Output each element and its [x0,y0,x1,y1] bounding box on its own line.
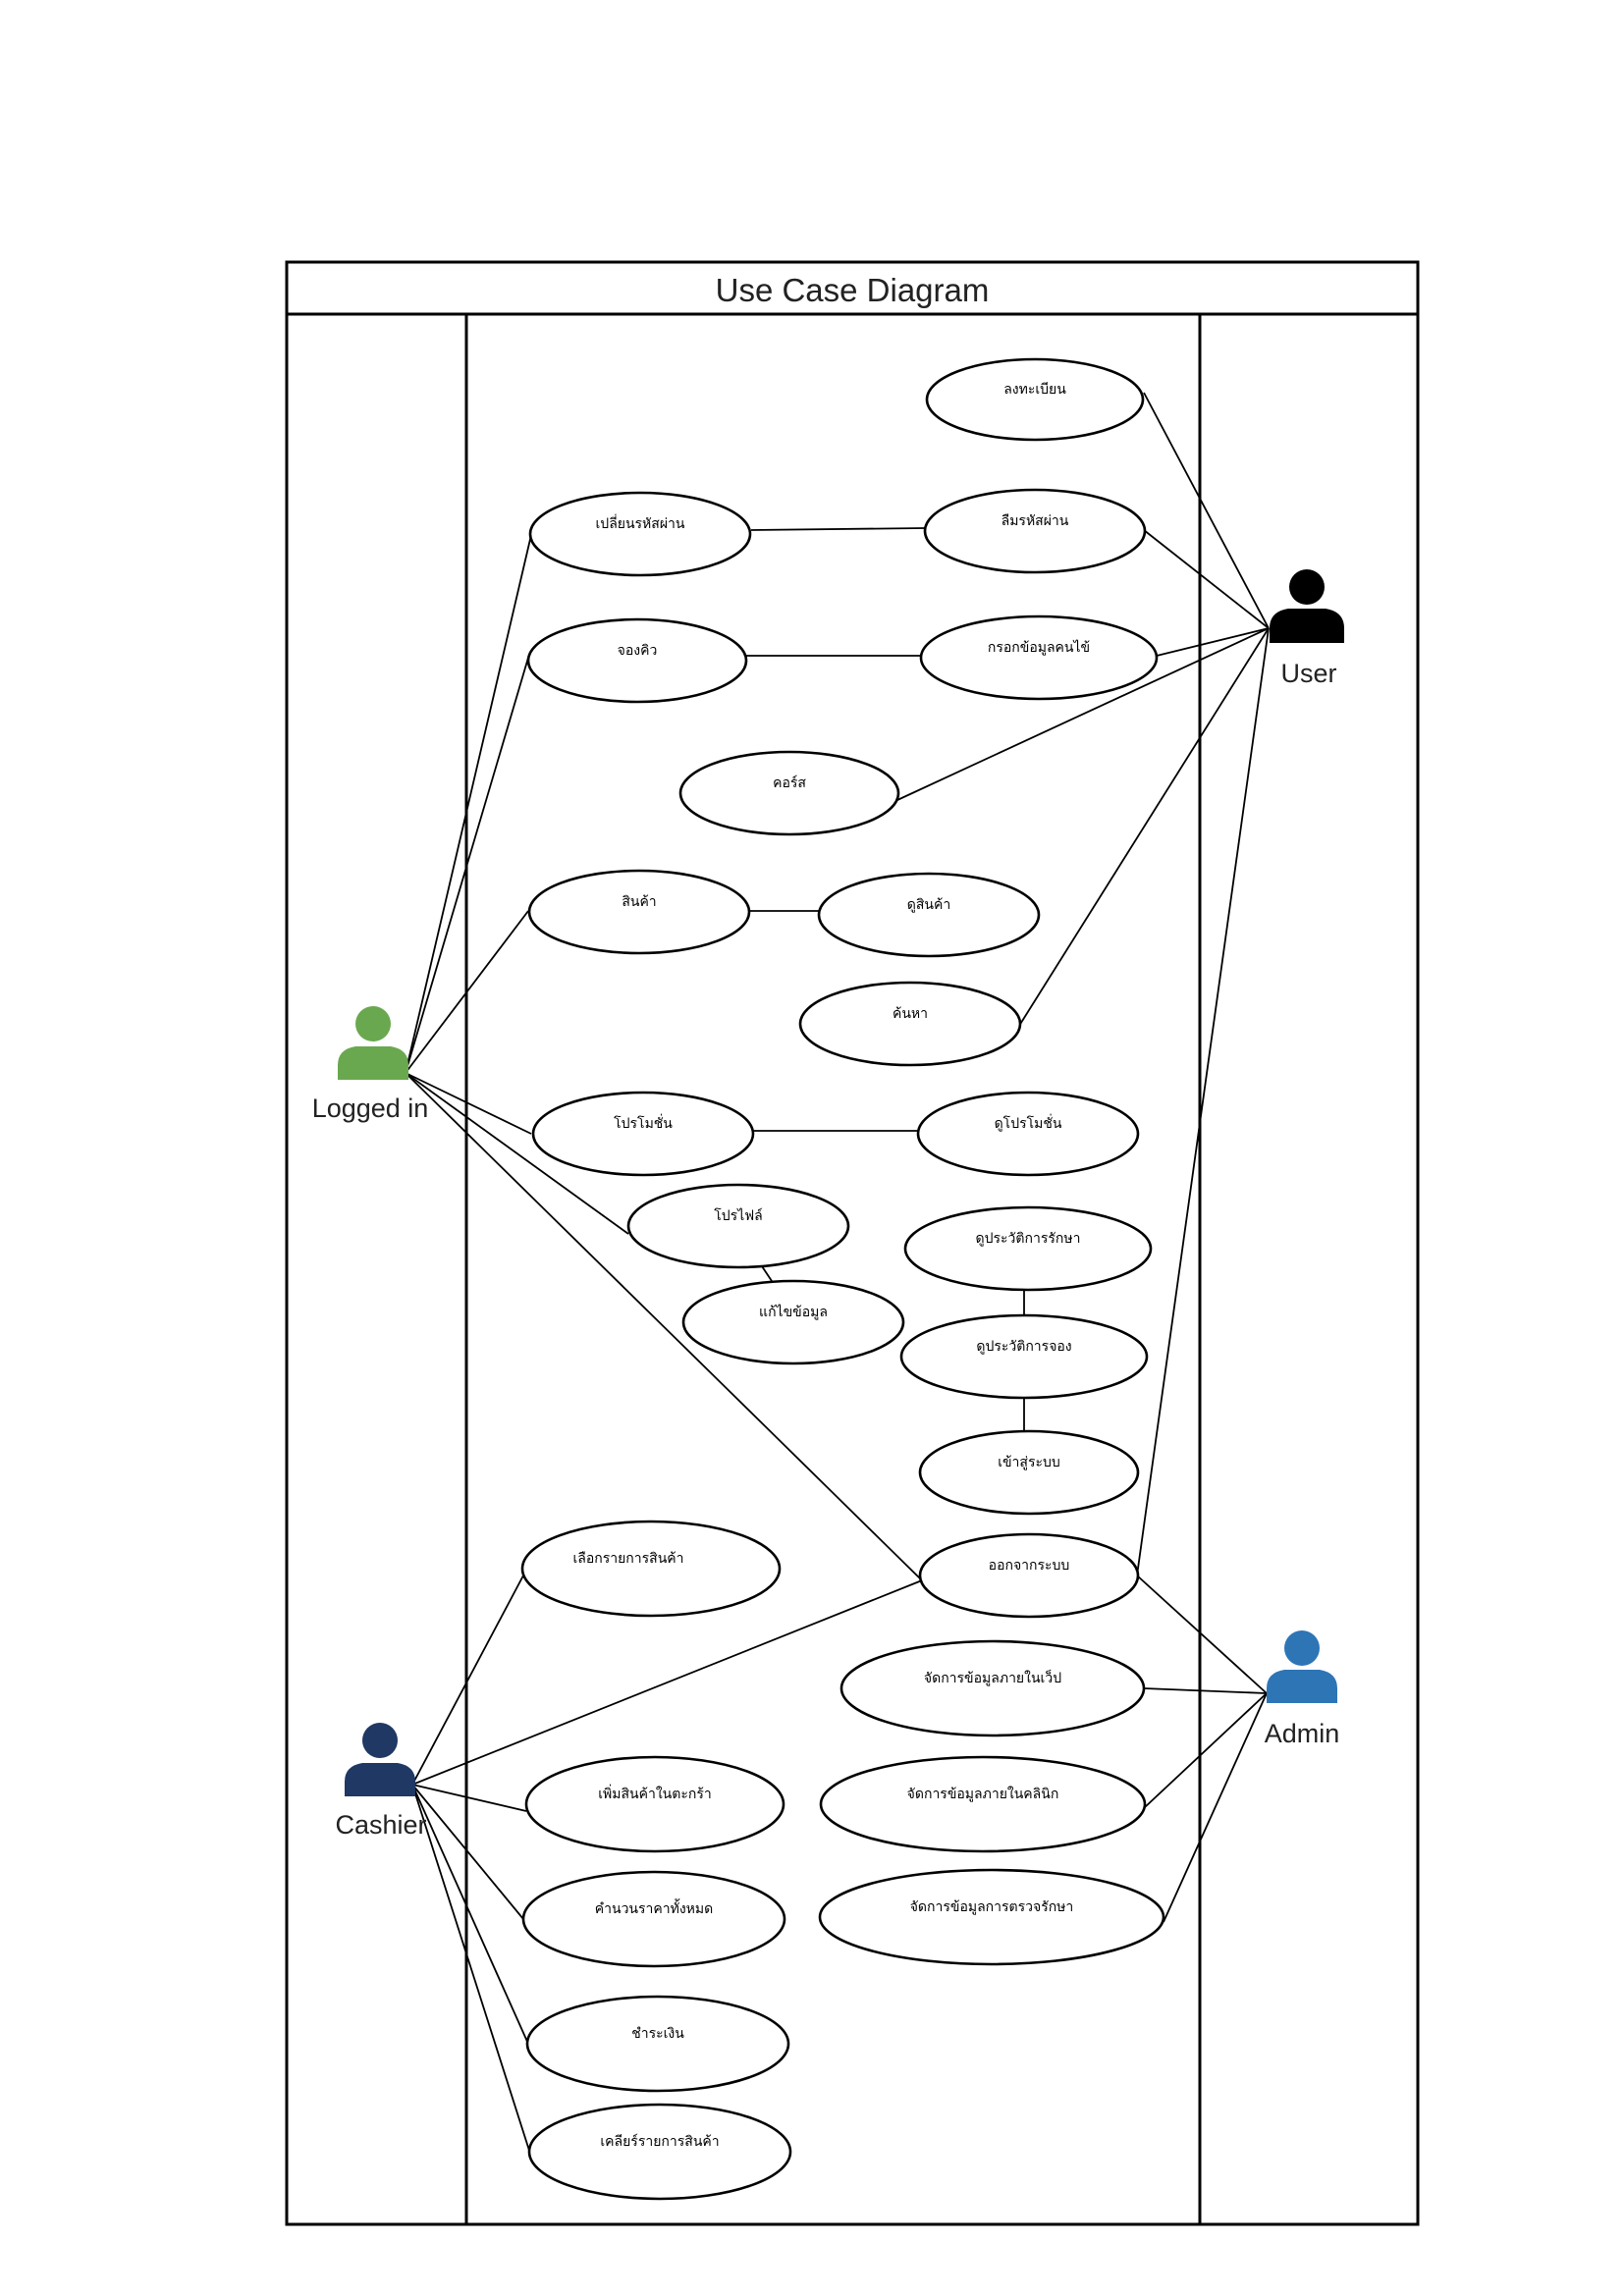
diagram-title: Use Case Diagram [716,272,990,308]
use-case-edit-info[interactable]: แก้ไขข้อมูล [681,1279,905,1365]
svg-text:เข้าสู่ระบบ: เข้าสู่ระบบ [998,1455,1060,1470]
svg-text:ดูโปรโมชั่น: ดูโปรโมชั่น [995,1114,1062,1132]
use-case-promotion[interactable]: โปรโมชั่น [531,1091,755,1177]
use-case-product[interactable]: สินค้า [527,869,751,955]
svg-text:ดูประวัติการจอง: ดูประวัติการจอง [976,1339,1071,1355]
svg-text:จัดการข้อมูลภายในคลินิก: จัดการข้อมูลภายในคลินิก [907,1786,1059,1802]
svg-text:จัดการข้อมูลภายในเว็ป: จัดการข้อมูลภายในเว็ป [924,1669,1061,1686]
actor-user[interactable]: User [1270,569,1344,688]
user-icon [1270,569,1344,643]
svg-text:กรอกข้อมูลคนไข้: กรอกข้อมูลคนไข้ [988,639,1090,656]
svg-text:เพิ่มสินค้าในตะกร้า: เพิ่มสินค้าในตะกร้า [598,1785,711,1802]
actor-user-label: User [1280,659,1336,688]
svg-text:เคลียร์รายการสินค้า: เคลียร์รายการสินค้า [600,2133,719,2150]
actor-admin[interactable]: Admin [1265,1630,1340,1748]
cashier-user-icon [345,1723,415,1796]
svg-text:แก้ไขข้อมูล: แก้ไขข้อมูล [759,1304,828,1320]
svg-text:โปรโมชั่น: โปรโมชั่น [614,1114,673,1132]
svg-text:ลงทะเบียน: ลงทะเบียน [1003,382,1066,398]
actor-admin-label: Admin [1265,1719,1340,1748]
use-case-logout[interactable]: ออกจากระบบ [918,1532,1140,1619]
svg-text:โปรไฟล์: โปรไฟล์ [714,1207,762,1224]
svg-text:สินค้า: สินค้า [622,894,656,910]
use-case-search[interactable]: ค้นหา [798,981,1022,1067]
actor-logged-in-label: Logged in [312,1094,429,1123]
use-case-forgot-password[interactable]: ลืมรหัสผ่าน [923,488,1147,574]
svg-text:เปลี่ยนรหัสผ่าน: เปลี่ยนรหัสผ่าน [596,514,685,532]
svg-text:ดูประวัติการรักษา: ดูประวัติการรักษา [976,1231,1081,1247]
actor-logged-in[interactable]: Logged in [312,1006,429,1123]
use-case-book-queue[interactable]: จองคิว [526,617,748,704]
svg-text:คำนวนราคาทั้งหมด: คำนวนราคาทั้งหมด [595,1898,713,1917]
svg-text:เลือกรายการสินค้า: เลือกรายการสินค้า [572,1551,683,1567]
admin-user-icon [1267,1630,1337,1703]
use-case-login[interactable]: เข้าสู่ระบบ [918,1429,1140,1516]
actor-cashier[interactable]: Cashier [335,1723,427,1840]
use-case-view-promotion[interactable]: ดูโปรโมชั่น [916,1091,1140,1177]
use-case-add-to-cart[interactable]: เพิ่มสินค้าในตะกร้า [524,1755,785,1853]
use-case-treatment-history[interactable]: ดูประวัติการรักษา [903,1205,1153,1292]
use-case-manage-clinic-data[interactable]: จัดการข้อมูลภายในคลินิก [819,1755,1147,1853]
use-case-booking-history[interactable]: ดูประวัติการจอง [899,1313,1149,1400]
logged-in-user-icon [338,1006,408,1080]
diagram-frame [285,260,1420,2226]
use-case-calc-total[interactable]: คำนวนราคาทั้งหมด [521,1870,786,1968]
use-case-manage-checkup[interactable]: จัดการข้อมูลการตรวจรักษา [818,1868,1165,1966]
svg-text:ออกจากระบบ: ออกจากระบบ [989,1558,1070,1574]
use-case-payment[interactable]: ชำระเงิน [525,1995,790,2093]
association-lines [405,392,1270,2158]
svg-text:จัดการข้อมูลการตรวจรักษา: จัดการข้อมูลการตรวจรักษา [910,1899,1074,1915]
svg-text:ลืมรหัสผ่าน: ลืมรหัสผ่าน [1001,513,1069,529]
use-case-fill-user-info[interactable]: กรอกข้อมูลคนไข้ [919,614,1159,701]
svg-text:ค้นหา: ค้นหา [893,1006,928,1022]
use-case-change-password[interactable]: เปลี่ยนรหัสผ่าน [528,491,752,577]
use-case-register[interactable]: ลงทะเบียน [925,357,1145,442]
use-case-view-product[interactable]: ดูสินค้า [817,872,1041,958]
actor-cashier-label: Cashier [335,1810,426,1840]
use-case-select-items[interactable]: เลือกรายการสินค้า [520,1520,782,1618]
svg-text:ชำระเงิน: ชำระเงิน [631,2026,684,2042]
use-case-course[interactable]: คอร์ส [678,750,900,836]
use-case-profile[interactable]: โปรไฟล์ [626,1183,850,1269]
svg-text:คอร์ส: คอร์ส [773,774,806,791]
svg-text:ดูสินค้า: ดูสินค้า [907,897,950,913]
use-case-clear-items[interactable]: เคลียร์รายการสินค้า [527,2103,792,2201]
svg-text:จองคิว: จองคิว [618,643,658,659]
use-case-manage-web-data[interactable]: จัดการข้อมูลภายในเว็ป [839,1639,1146,1737]
